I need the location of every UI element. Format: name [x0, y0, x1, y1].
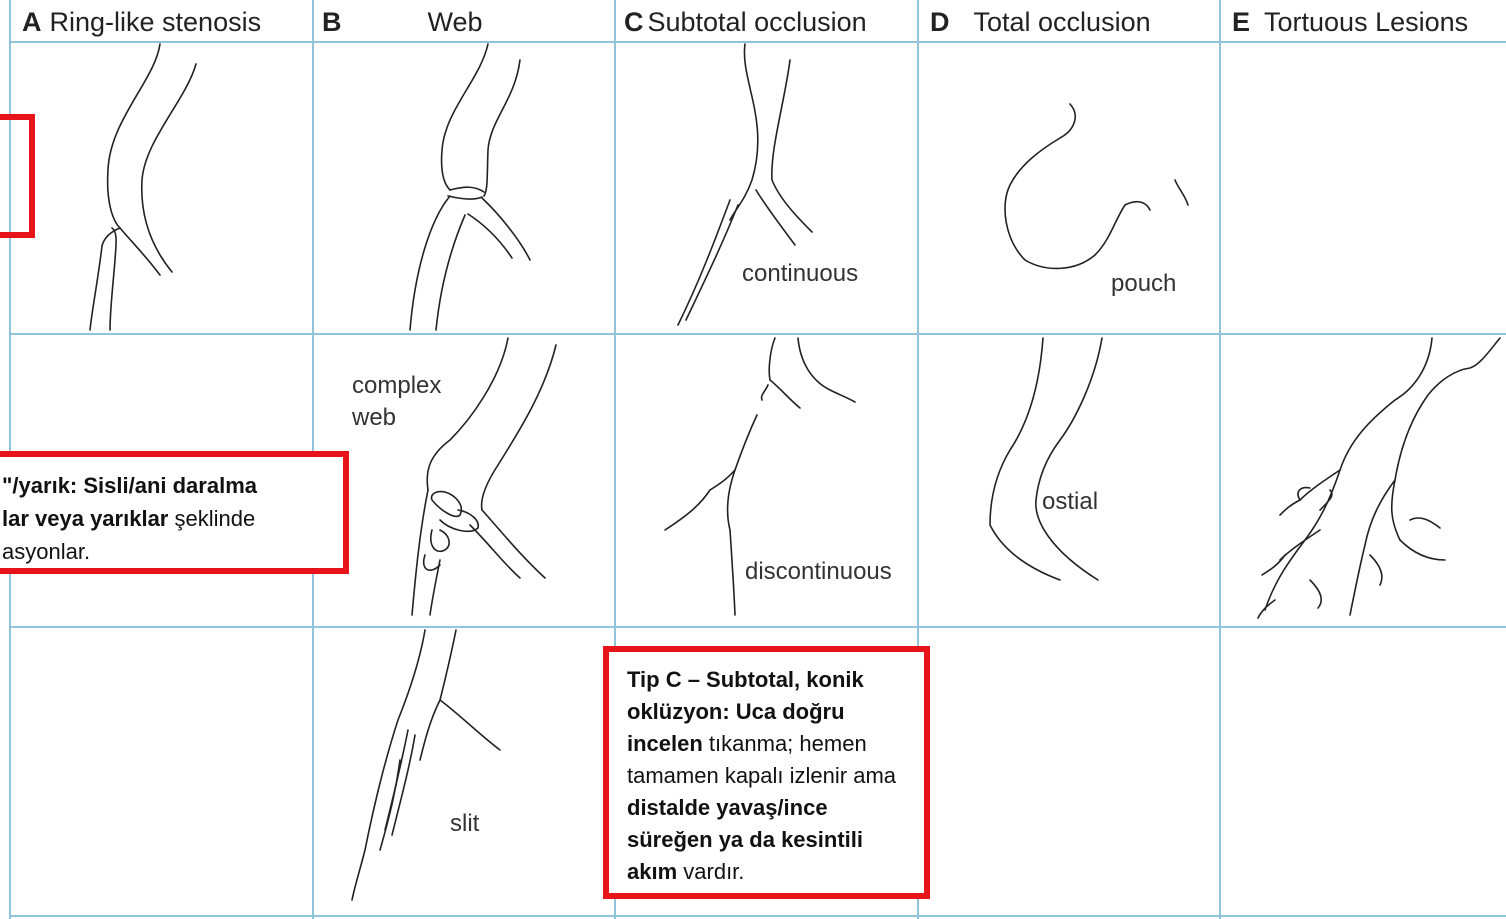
label-complex-web: complex web	[352, 370, 441, 434]
vessel-tortuous	[1258, 338, 1500, 618]
vessel-slit	[352, 630, 500, 900]
vessel-pouch	[1005, 104, 1188, 268]
vessel-web	[410, 44, 530, 330]
label-ostial: ostial	[1042, 486, 1098, 518]
callout-b-line3: asyonlar.	[2, 535, 343, 568]
label-slit: slit	[450, 808, 479, 840]
vessel-ring-like-stenosis	[90, 44, 196, 330]
label-pouch: pouch	[1111, 268, 1176, 300]
callout-c-subtotal: Tip C – Subtotal, konik oklüzyon: Uca do…	[603, 646, 930, 899]
callout-b-line2-bold: lar veya yarıklar	[2, 506, 168, 531]
vessel-ostial	[990, 338, 1102, 580]
callout-a-partial	[0, 114, 35, 238]
label-continuous: continuous	[742, 258, 858, 290]
label-discontinuous: discontinuous	[745, 556, 892, 588]
callout-b-web: "/yarık: Sisli/ani daralma lar veya yarı…	[0, 451, 349, 574]
callout-b-line2-rest: şeklinde	[168, 506, 255, 531]
callout-b-line1: "/yarık: Sisli/ani daralma	[2, 473, 257, 498]
callout-c-text2: vardır.	[677, 859, 744, 884]
callout-c-bold2: distalde yavaş/ince süreğen ya da kesint…	[627, 795, 863, 884]
